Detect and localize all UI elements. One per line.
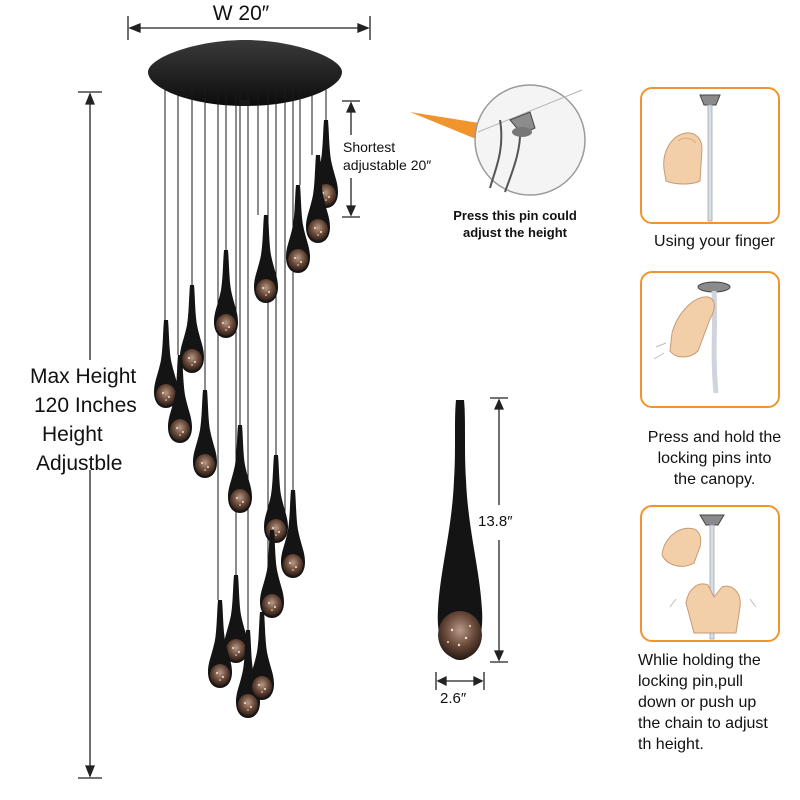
canopy <box>148 40 342 106</box>
step-caption-line: locking pins into <box>657 450 772 467</box>
pin-caption-line: Press this pin could <box>453 208 577 223</box>
step-caption-line: Using your finger <box>654 233 775 250</box>
step-3-caption: Whlie holding the locking pin,pull down … <box>638 650 800 755</box>
max-height-line: 120 Inches <box>34 394 137 417</box>
step-2-caption: Press and hold the locking pins into the… <box>632 427 797 490</box>
step-caption-line: locking pin,pull <box>638 673 743 690</box>
pendant-cords <box>164 78 327 630</box>
hand-pull-icon <box>661 514 757 640</box>
max-height-line: Max Height <box>30 365 137 388</box>
width-dimension-line <box>127 16 371 40</box>
max-height-label: Max Height 120 Inches Height Adjustble <box>30 362 190 478</box>
pendant-height-dimension-line <box>490 397 508 663</box>
finger-icon <box>663 94 721 222</box>
pendant-height-label: 13.8″ <box>478 513 513 530</box>
pendant-width-label: 2.6″ <box>440 690 467 707</box>
step-caption-line: down or push up <box>638 694 757 711</box>
step-3-image <box>640 505 780 642</box>
pin-caption: Press this pin could adjust the height <box>444 207 586 241</box>
max-height-dimension-line <box>78 91 102 779</box>
step-1-image <box>640 87 780 224</box>
shortest-dimension-line <box>342 100 360 218</box>
step-1-caption: Using your finger <box>632 231 797 252</box>
hand-press-icon <box>653 281 731 394</box>
step-caption-line: the canopy. <box>673 471 756 488</box>
step-2-image <box>640 271 780 408</box>
shortest-line: adjustable 20″ <box>343 157 432 173</box>
pin-caption-line: adjust the height <box>463 225 567 240</box>
max-height-line: Adjustble <box>36 452 123 475</box>
shortest-label: Shortest adjustable 20″ <box>343 138 431 174</box>
max-height-line: Height <box>42 423 103 446</box>
step-caption-line: Whlie holding the <box>638 652 761 669</box>
step-caption-line: Press and hold the <box>647 429 782 446</box>
shortest-line: Shortest <box>343 139 396 155</box>
pin-callout <box>410 84 586 196</box>
step-caption-line: the chain to adjust <box>638 715 768 732</box>
single-pendant <box>437 400 483 660</box>
width-label: W 20″ <box>212 2 270 25</box>
pendant-width-dimension-line <box>435 672 485 690</box>
step-caption-line: th height. <box>638 736 704 753</box>
